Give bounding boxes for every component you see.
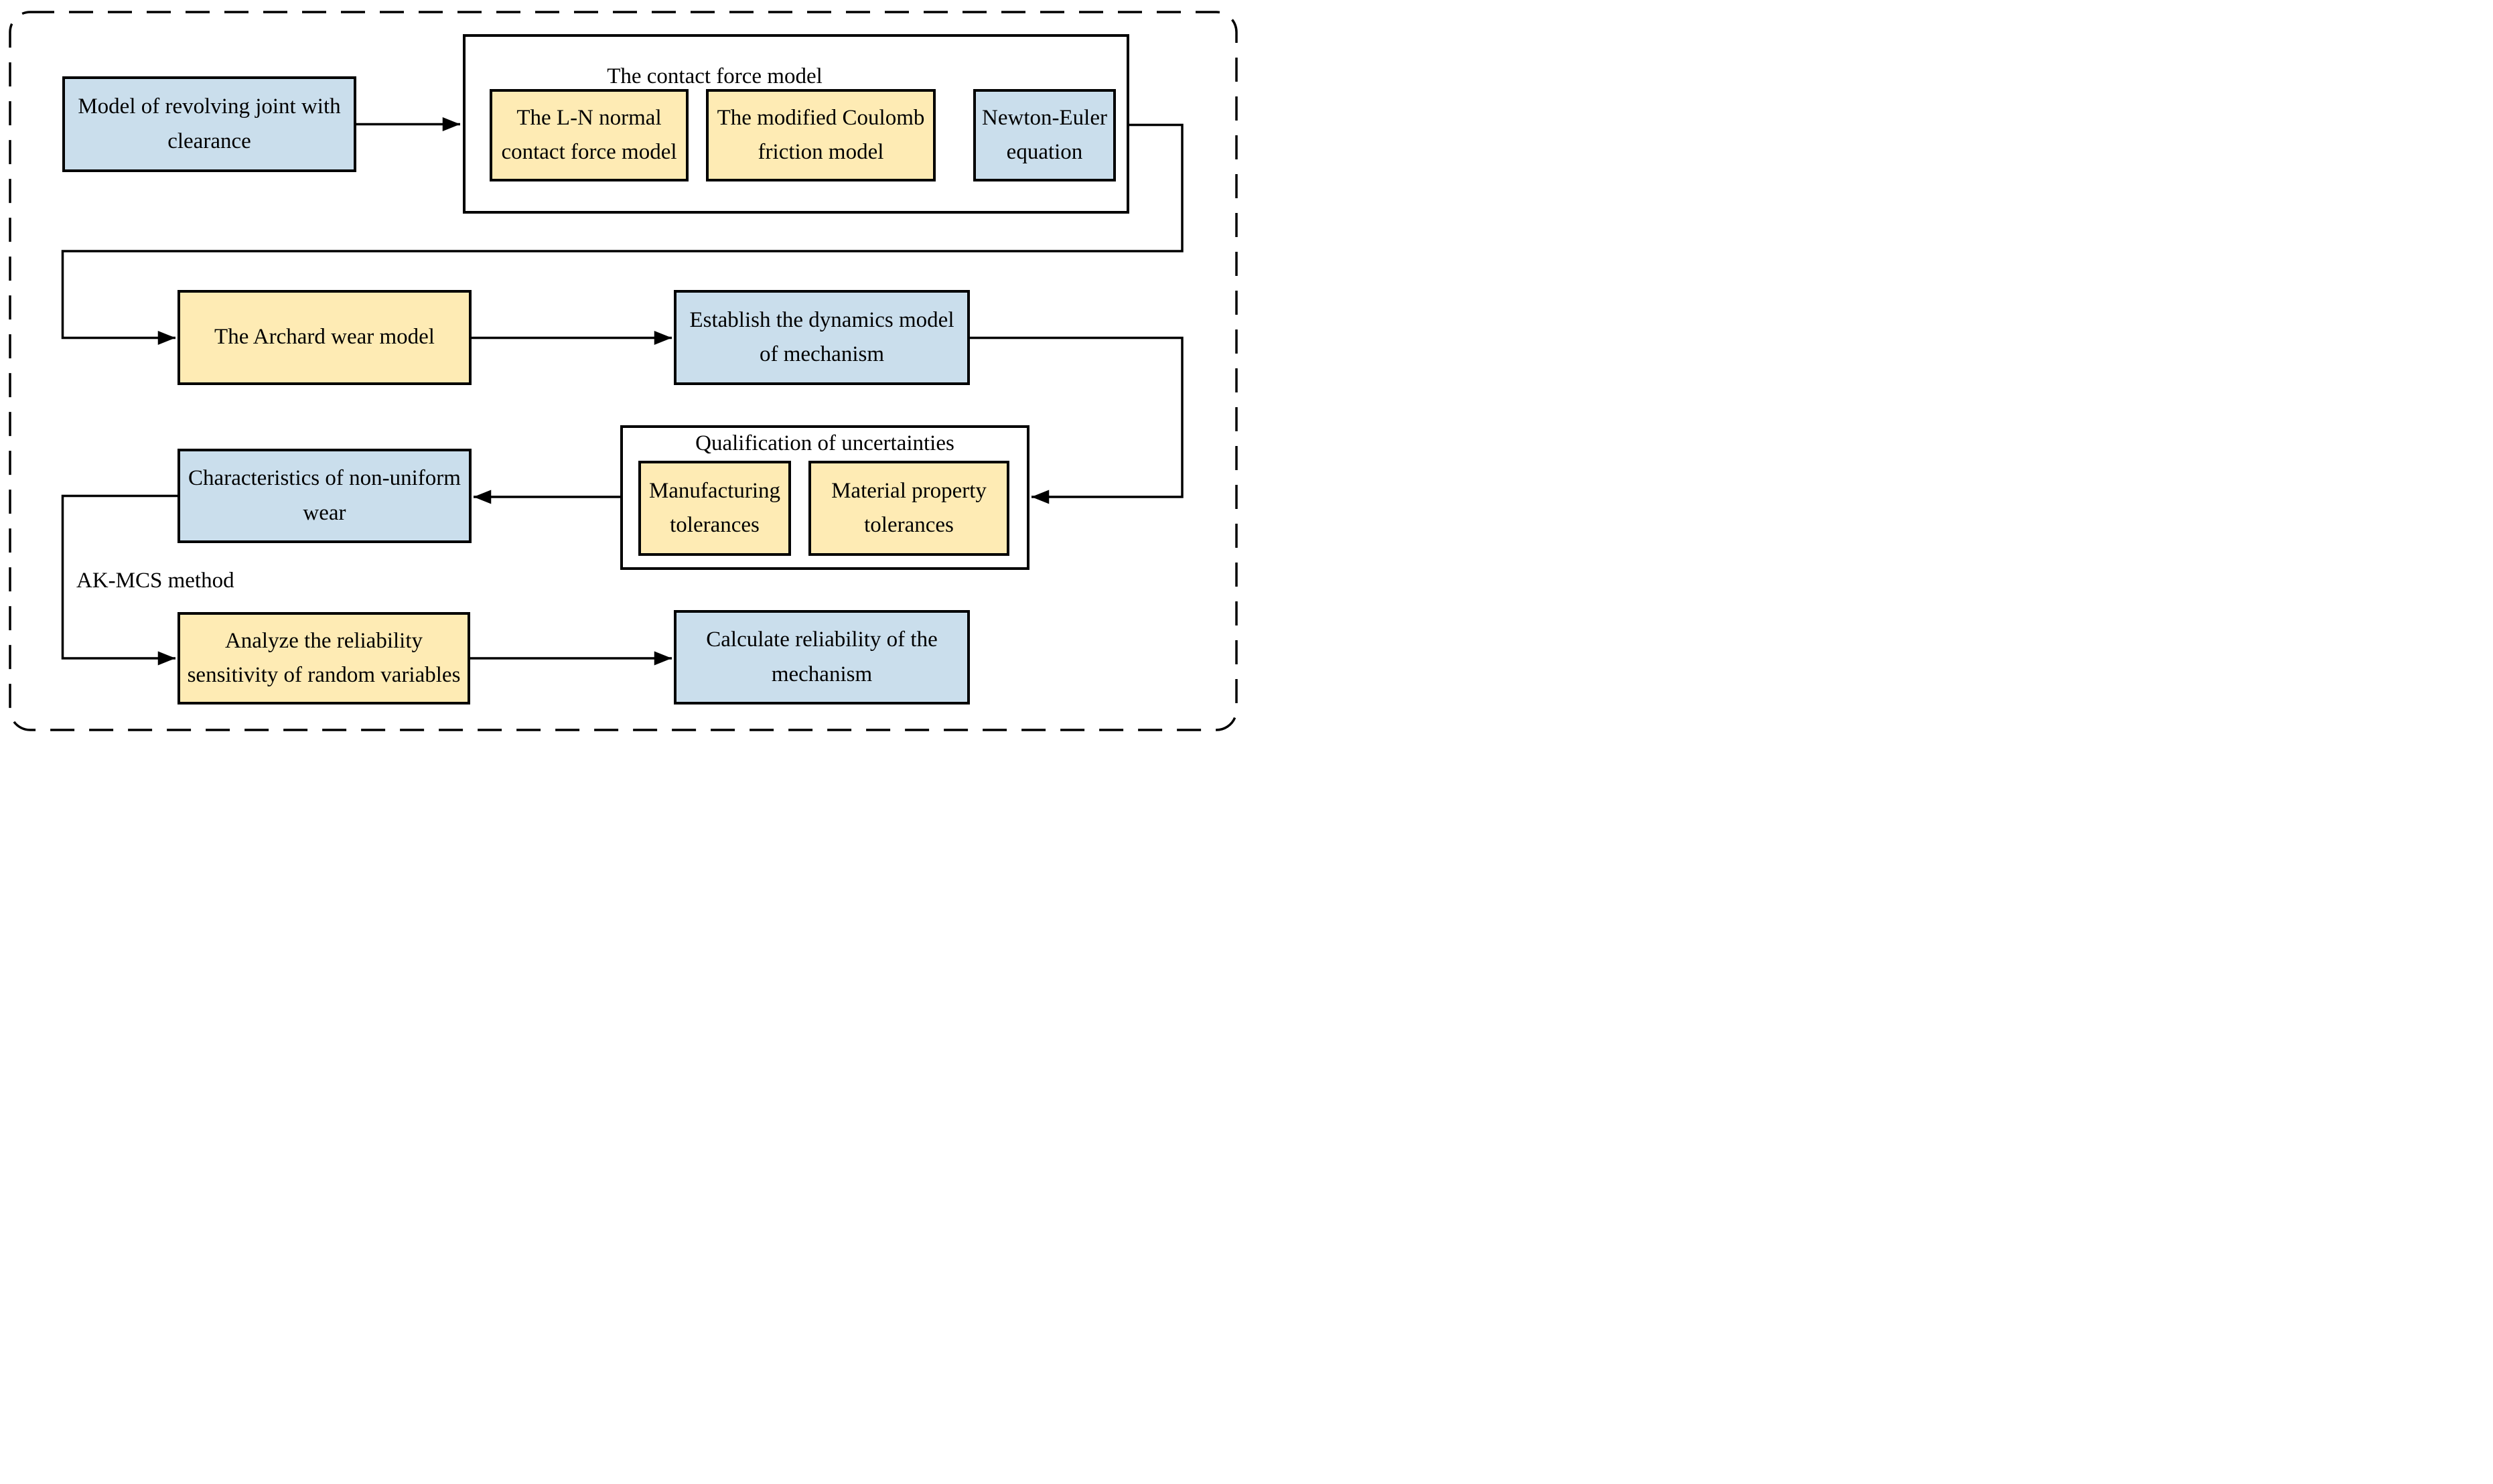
node-calculate-reliability: Calculate reliability of the mechanism — [674, 610, 970, 704]
node-material-property-tolerances: Material property tolerances — [808, 461, 1009, 556]
flowchart-canvas: The contact force model Qualification of… — [0, 0, 1246, 742]
node-newton-euler-equation: Newton-Euler equation — [973, 89, 1116, 181]
node-establish-dynamics-model: Establish the dynamics model of mechanis… — [674, 290, 970, 385]
node-model-of-revolving-joint: Model of revolving joint with clearance — [62, 76, 356, 172]
node-manufacturing-tolerances: Manufacturing tolerances — [638, 461, 791, 556]
connector-characteristics-to-analyze — [61, 494, 177, 666]
qualification-group-title: Qualification of uncertainties — [695, 431, 954, 455]
contact-force-group-title: The contact force model — [607, 64, 823, 88]
node-archard-wear-model: The Archard wear model — [177, 290, 472, 385]
node-analyze-reliability-sensitivity: Analyze the reliability sensitivity of r… — [177, 612, 470, 704]
outer-dashed-border — [9, 11, 1238, 731]
node-modified-coulomb-friction-model: The modified Coulomb friction model — [706, 89, 936, 181]
node-ln-normal-contact-force-model: The L-N normal contact force model — [490, 89, 689, 181]
edge-label-ak-mcs-method: AK-MCS method — [76, 569, 234, 593]
node-characteristics-non-uniform-wear: Characteristics of non-uniform wear — [177, 449, 472, 543]
connector-establish-dynamics-to-qualification — [970, 336, 1184, 504]
connector-contact-group-to-archard — [61, 123, 1184, 345]
